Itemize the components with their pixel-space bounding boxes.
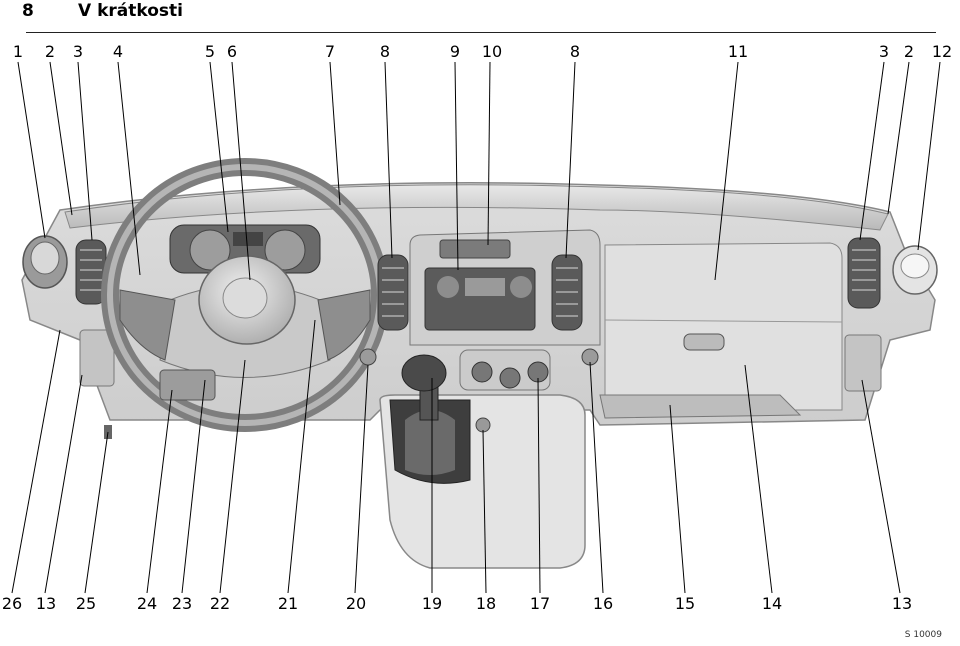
light-switch-panel — [159, 369, 216, 401]
callout-22: 22 — [209, 594, 231, 613]
callout-2-right: 2 — [903, 42, 915, 61]
callout-8-right: 8 — [569, 42, 581, 61]
callout-11: 11 — [727, 42, 749, 61]
callout-14: 14 — [761, 594, 783, 613]
right-side-vent — [847, 237, 881, 309]
left-side-vent — [75, 239, 107, 305]
callout-26: 26 — [1, 594, 23, 613]
heater-controls — [459, 349, 551, 391]
callout-10: 10 — [481, 42, 503, 61]
callout-3-right: 3 — [878, 42, 890, 61]
left-cupholder — [22, 235, 68, 289]
right-lower-vent — [844, 334, 882, 392]
left-switch — [359, 348, 377, 366]
callout-21: 21 — [277, 594, 299, 613]
callout-12: 12 — [931, 42, 953, 61]
callout-13-left: 13 — [35, 594, 57, 613]
leader-lines-top — [17, 61, 941, 281]
callout-20: 20 — [345, 594, 367, 613]
callout-2: 2 — [44, 42, 56, 61]
callout-23: 23 — [171, 594, 193, 613]
callout-5: 5 — [204, 42, 216, 61]
callout-25: 25 — [75, 594, 97, 613]
left-lower-vent — [79, 329, 115, 387]
callout-3: 3 — [72, 42, 84, 61]
callout-13-right: 13 — [891, 594, 913, 613]
callout-15: 15 — [674, 594, 696, 613]
callout-16: 16 — [592, 594, 614, 613]
clock-display — [439, 239, 511, 259]
callout-6: 6 — [226, 42, 238, 61]
glovebox — [599, 242, 843, 419]
instrument-cluster — [169, 224, 321, 274]
center-vent-right — [551, 254, 583, 331]
section-title: V krátkosti — [78, 1, 183, 21]
callout-17: 17 — [529, 594, 551, 613]
figure-id: S 10009 — [904, 630, 942, 640]
glovebox-handle — [683, 333, 725, 351]
callout-8-left: 8 — [379, 42, 391, 61]
callout-1: 1 — [12, 42, 24, 61]
page-number: 8 — [22, 1, 34, 21]
callout-9: 9 — [449, 42, 461, 61]
power-outlet — [475, 417, 491, 433]
center-vent-left — [377, 254, 409, 331]
gear-knob — [401, 354, 447, 392]
callout-18: 18 — [475, 594, 497, 613]
leader-lines-bottom — [11, 319, 901, 594]
callout-24: 24 — [136, 594, 158, 613]
callout-7: 7 — [324, 42, 336, 61]
lower-console — [379, 354, 586, 569]
right-cupholder — [892, 245, 938, 295]
callout-19: 19 — [421, 594, 443, 613]
header-rule — [26, 32, 936, 33]
callout-4: 4 — [112, 42, 124, 61]
